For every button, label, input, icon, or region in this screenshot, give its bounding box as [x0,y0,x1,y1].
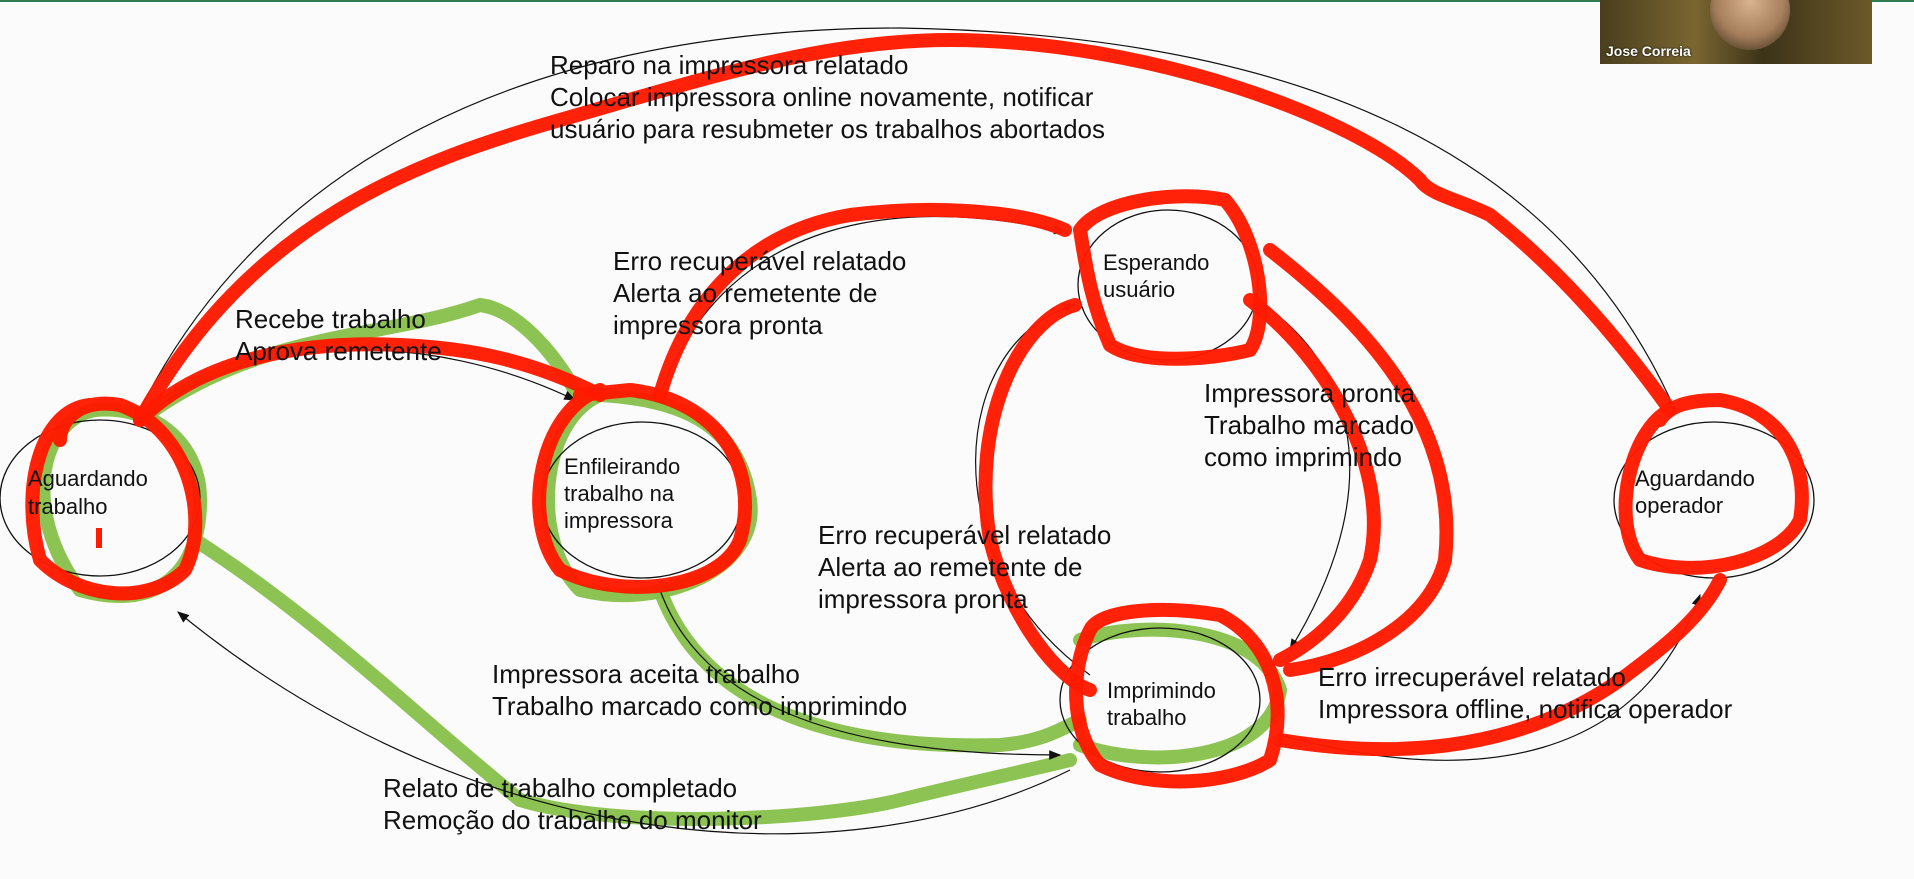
arrow-erro-recuperavel-mid [975,303,1091,676]
arrow-completado [177,611,1071,835]
red-stroke-irrecuperavel [1273,573,1727,757]
red-stroke-enfileirando [532,383,752,594]
label-impressora-pronta: Impressora pronta Trabalho marcado como … [1204,378,1422,472]
label-enfileirando: Enfileirando trabalho na impressora [564,454,686,533]
red-stroke-imprimindo [1069,603,1285,789]
label-aguardando-operador: Aguardando operador [1635,466,1761,518]
label-esperando-usuario: Esperando usuário [1103,250,1216,302]
red-stroke-recebe [133,337,607,427]
red-annotations [25,33,1809,789]
red-stroke-aguardando-operador [1618,393,1809,575]
participant-video-feed [1710,0,1790,50]
red-tick-mark [96,528,102,548]
node-labels: Aguardando trabalho Enfileirando trabalh… [28,250,1761,730]
participant-video-tile[interactable]: Jose Correia [1600,0,1872,64]
window-top-border [0,0,1914,2]
label-irrecuperavel: Erro irrecuperável relatado Impressora o… [1318,662,1733,724]
label-erro-recuperavel-mid: Erro recuperável relatado Alerta ao reme… [818,520,1119,614]
node-imprimindo [1059,627,1261,773]
edge-labels: Reparo na impressora relatado Colocar im… [235,50,1733,835]
red-stroke-esperando-loop [978,298,1097,697]
label-recebe: Recebe trabalho Aprova remetente [235,304,442,366]
label-erro-recuperavel-top: Erro recuperável relatado Alerta ao reme… [613,246,914,340]
red-stroke-erro-recuperavel-top [653,203,1072,402]
label-aguardando-trabalho: Aguardando trabalho [28,466,154,519]
red-stroke-impressora-pronta-inner [1243,293,1381,667]
label-imprimindo: Imprimindo trabalho [1107,678,1222,730]
label-aceita: Impressora aceita trabalho Trabalho marc… [492,659,907,721]
label-completado: Relato de trabalho completado Remoção do… [383,773,762,835]
green-stroke-completado [188,533,1077,826]
red-stroke-esperando [1073,189,1268,366]
label-reparo: Reparo na impressora relatado Colocar im… [550,50,1105,144]
arrow-reparo [134,27,1676,422]
participant-name: Jose Correia [1606,43,1691,59]
arrow-aceita [659,589,1062,760]
red-stroke-aguardando [25,396,203,601]
red-stroke-impressora-pronta [1263,243,1454,677]
red-stroke-reparo [133,33,1677,427]
green-stroke-aceita [653,583,1087,753]
